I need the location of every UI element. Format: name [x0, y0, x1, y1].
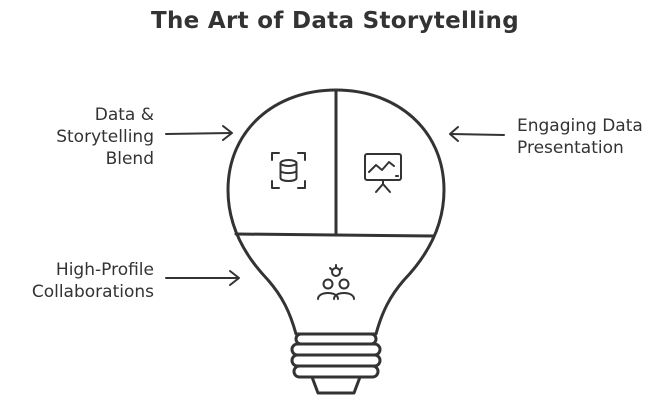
- arrow-to-blend: [165, 125, 233, 141]
- label-line: High-Profile: [55, 260, 154, 280]
- label-data-storytelling-blend: Data & Storytelling Blend: [20, 104, 154, 170]
- label-high-profile-collaborations: High-Profile Collaborations: [0, 259, 154, 303]
- presentation-board-icon: [364, 153, 402, 193]
- label-line: Engaging Data: [517, 116, 643, 136]
- arrow-to-collab: [165, 270, 240, 286]
- label-line: Blend: [105, 149, 154, 169]
- arrow-to-engaging: [449, 126, 505, 142]
- database-scan-icon: [271, 152, 306, 189]
- label-line: Collaborations: [31, 282, 154, 302]
- label-engaging-data-presentation: Engaging Data Presentation: [517, 115, 643, 159]
- label-line: Data &: [94, 105, 154, 125]
- team-collaboration-icon: [317, 264, 355, 300]
- bulb-base: [290, 332, 382, 395]
- section-divider-horizontal: [234, 232, 436, 238]
- diagram-title: The Art of Data Storytelling: [151, 8, 519, 34]
- label-line: Storytelling: [56, 127, 154, 147]
- label-line: Presentation: [517, 138, 624, 158]
